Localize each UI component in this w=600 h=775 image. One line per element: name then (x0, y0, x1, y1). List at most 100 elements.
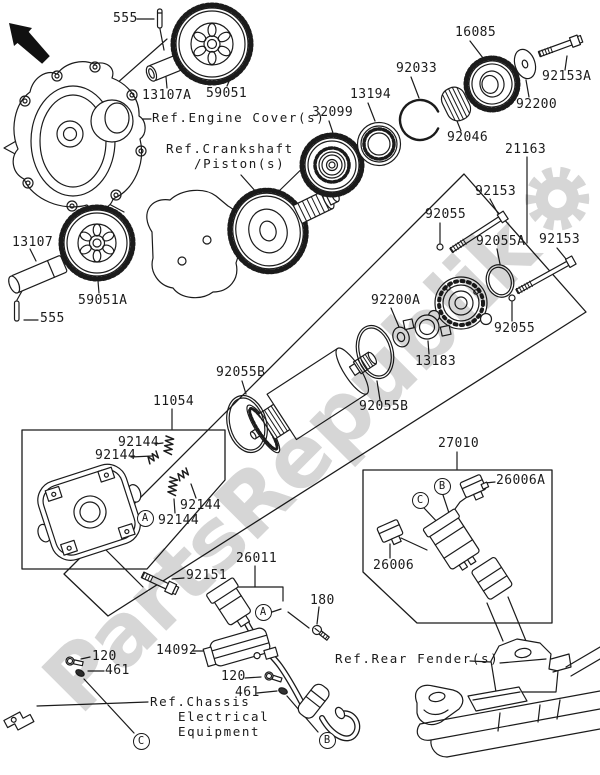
label-120-left: 120 (92, 649, 117, 664)
bolt-92153-upper (449, 210, 509, 253)
washer-461-left (75, 669, 85, 677)
chassis-bracket-drawing (3, 711, 35, 731)
idle-gear-59051 (170, 2, 254, 86)
washer-92200 (513, 48, 537, 80)
label-92153A: 92153A (542, 69, 592, 84)
callout-marker-A: A (136, 509, 154, 527)
label-59051A: 59051A (78, 293, 128, 308)
label-ref-chassis: Ref.Chassis (150, 694, 251, 709)
washer-92200A (392, 326, 410, 348)
label-26006A: 26006A (496, 473, 546, 488)
label-13183: 13183 (415, 354, 457, 369)
label-92153-upper: 92153 (475, 184, 517, 199)
label-92055B-left: 92055B (216, 365, 266, 380)
label-92151: 92151 (186, 568, 228, 583)
relay-bracket-drawing (471, 556, 513, 600)
callout-marker-B: B (433, 477, 451, 495)
label-92144-b: 92144 (95, 448, 137, 463)
screw-180 (311, 624, 330, 641)
label-92046: 92046 (447, 130, 489, 145)
bolt-92153-right (515, 255, 577, 295)
label-ref-electrical: Electrical (178, 709, 270, 724)
o-ring-92055B-left (226, 394, 268, 454)
label-ref-equipment: Equipment (178, 724, 261, 739)
rear-fender-drawing (415, 638, 600, 758)
label-ref-crankshaft: Ref.Crankshaft (166, 141, 294, 156)
label-555-bottom: 555 (40, 311, 65, 326)
label-26011: 26011 (236, 551, 278, 566)
label-13107: 13107 (12, 235, 54, 250)
needle-bearing-92046 (440, 86, 472, 122)
bolt-92153A (537, 34, 584, 58)
label-92033: 92033 (396, 61, 438, 76)
label-16085: 16085 (455, 25, 497, 40)
engine-cover-drawing (12, 61, 147, 212)
assembly-box-11054 (21, 429, 226, 570)
gear-32099 (299, 132, 365, 198)
label-92200A: 92200A (371, 293, 421, 308)
label-461-mid: 461 (235, 685, 260, 700)
label-92200: 92200 (516, 97, 558, 112)
fuse-26006A (459, 474, 490, 501)
starter-relay-drawing (422, 508, 480, 571)
label-ref-piston: /Piston(s) (194, 156, 286, 171)
label-59051: 59051 (206, 86, 248, 101)
label-92055-lower: 92055 (494, 321, 536, 336)
callout-marker-C: C (411, 491, 429, 509)
label-14092: 14092 (156, 643, 198, 658)
callout-marker-A: A (254, 603, 272, 621)
callout-marker-B: B (318, 731, 336, 749)
o-ring-92055-upper (436, 243, 444, 251)
label-120-mid: 120 (221, 669, 246, 684)
label-92055-upper: 92055 (425, 207, 467, 222)
cover-14092 (202, 627, 279, 668)
washer-461-mid (278, 687, 288, 695)
bolt-120-mid (264, 671, 283, 683)
bolt-120-left (65, 656, 84, 667)
label-461-left: 461 (105, 663, 130, 678)
armature-drawing (246, 347, 378, 454)
o-ring-92055A (485, 264, 515, 298)
label-11054: 11054 (153, 394, 195, 409)
pin-555-top (156, 8, 163, 29)
callout-marker-C: C (132, 732, 150, 750)
gear-59051A (58, 204, 136, 282)
fuse-26006 (376, 519, 404, 546)
label-ref-engine-cover: Ref.Engine Cover(s) (152, 110, 326, 125)
direction-arrow-icon (9, 23, 50, 64)
shaft-13107 (8, 255, 68, 294)
label-27010: 27010 (438, 436, 480, 451)
label-92055A: 92055A (476, 234, 526, 249)
assembly-box-27010 (362, 469, 553, 624)
label-92153-right: 92153 (539, 232, 581, 247)
label-13107A: 13107A (142, 88, 192, 103)
label-92144-d: 92144 (158, 513, 200, 528)
label-ref-rear-fender: Ref.Rear Fender(s) (335, 651, 500, 666)
spring-92144-a (163, 435, 175, 456)
o-ring-92055B-right (355, 324, 395, 380)
o-ring-92055-lower (508, 294, 516, 302)
spring-92144-c (177, 467, 190, 482)
label-180: 180 (310, 593, 335, 608)
starter-end-cover (427, 276, 493, 330)
label-21163: 21163 (505, 142, 547, 157)
clutch-13194 (356, 121, 402, 167)
label-92144-a: 92144 (118, 435, 160, 450)
holder-13183 (402, 314, 452, 340)
spring-92144-d (167, 476, 179, 497)
label-13194: 13194 (350, 87, 392, 102)
spring-92144-b (147, 450, 160, 465)
label-26006: 26006 (373, 558, 415, 573)
crankshaft-drawing (146, 187, 340, 299)
gear-16085 (463, 55, 521, 113)
label-555-top: 555 (113, 11, 138, 26)
label-32099: 32099 (312, 105, 354, 120)
snap-ring-92033 (398, 98, 442, 142)
assembly-box-21163 (63, 173, 587, 617)
pin-555-bottom (13, 300, 20, 322)
label-92144-c: 92144 (180, 498, 222, 513)
label-92055B-right: 92055B (359, 399, 409, 414)
bolt-92151 (140, 571, 180, 596)
